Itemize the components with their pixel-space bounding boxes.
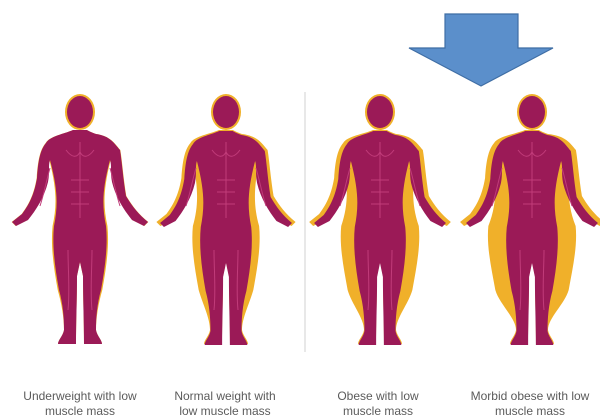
body-figure-4 xyxy=(460,94,600,345)
caption-line-1: Underweight with low xyxy=(5,389,155,404)
down-arrow-icon xyxy=(409,14,553,86)
body-figure-3 xyxy=(309,94,451,345)
head xyxy=(213,96,239,128)
caption-line-1: Normal weight with xyxy=(150,389,300,404)
figure-caption-3: Obese with low muscle mass xyxy=(303,389,453,419)
figure-caption-2: Normal weight with low muscle mass xyxy=(150,389,300,419)
head xyxy=(519,96,545,128)
caption-line-1: Obese with low xyxy=(303,389,453,404)
head xyxy=(367,96,393,128)
figures xyxy=(12,94,600,345)
figure-caption-1: Underweight with low muscle mass xyxy=(5,389,155,419)
caption-line-2: low muscle mass xyxy=(150,404,300,419)
body-figure-2 xyxy=(156,94,295,345)
head xyxy=(67,96,93,128)
caption-line-2: muscle mass xyxy=(5,404,155,419)
caption-line-2: muscle mass xyxy=(303,404,453,419)
caption-line-2: muscle mass xyxy=(455,404,600,419)
body-figure-1 xyxy=(12,94,149,344)
caption-line-1: Morbid obese with low xyxy=(455,389,600,404)
figure-caption-4: Morbid obese with low muscle mass xyxy=(455,389,600,419)
